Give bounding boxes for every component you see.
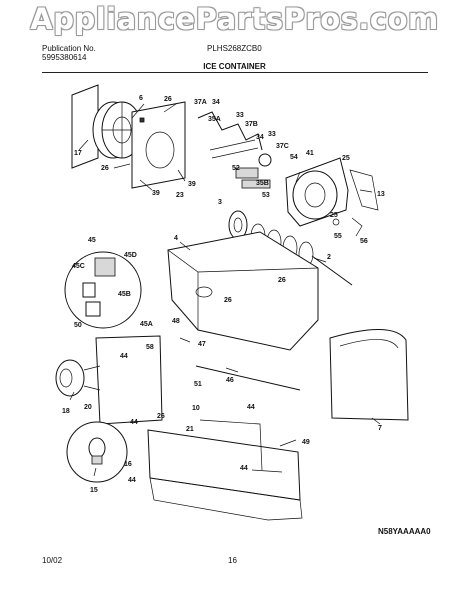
callout-34: 34 xyxy=(256,134,264,141)
callout-41: 41 xyxy=(306,150,314,157)
callout-26: 26 xyxy=(278,277,286,284)
callout-47: 47 xyxy=(198,341,206,348)
callout-23: 23 xyxy=(176,192,184,199)
callout-26: 26 xyxy=(157,413,165,420)
callout-53: 53 xyxy=(262,192,270,199)
callout-54: 54 xyxy=(290,154,298,161)
callout-48: 48 xyxy=(172,318,180,325)
callout-37b: 37B xyxy=(245,121,258,128)
callout-55: 55 xyxy=(334,233,342,240)
base-bracket-part xyxy=(147,419,303,521)
callout-34: 34 xyxy=(212,99,220,106)
callout-35b: 35B xyxy=(256,180,269,187)
inset-detail-part xyxy=(64,251,142,329)
callout-26: 26 xyxy=(101,165,109,172)
dispenser-linkage-part xyxy=(197,111,272,189)
publication-label: Publication No. xyxy=(42,44,96,53)
callout-58: 58 xyxy=(146,344,154,351)
callout-26: 26 xyxy=(164,96,172,103)
callout-13: 13 xyxy=(377,191,385,198)
callout-18: 18 xyxy=(62,408,70,415)
footer-page-number: 16 xyxy=(228,556,237,565)
drive-motor-part xyxy=(55,335,163,425)
callout-33: 33 xyxy=(268,131,276,138)
footer-date: 10/02 xyxy=(42,556,63,565)
callout-33: 33 xyxy=(236,112,244,119)
watermark-logo: AppliancePartsPros.com xyxy=(30,2,439,36)
callout-45b: 45B xyxy=(118,291,131,298)
callout-6: 6 xyxy=(139,95,143,102)
callout-37a: 37A xyxy=(194,99,207,106)
callout-46: 46 xyxy=(226,377,234,384)
section-title: ICE CONTAINER xyxy=(203,62,266,71)
callout-52: 52 xyxy=(232,165,240,172)
callout-26: 26 xyxy=(224,297,232,304)
callout-20: 20 xyxy=(84,404,92,411)
callout-45a: 45A xyxy=(140,321,153,328)
callout-44: 44 xyxy=(130,419,138,426)
callout-35a: 35A xyxy=(208,116,221,123)
ice-container-part xyxy=(167,231,319,351)
callout-2: 2 xyxy=(327,254,331,261)
callout-51: 51 xyxy=(194,381,202,388)
callout-44: 44 xyxy=(247,404,255,411)
callout-4: 4 xyxy=(174,235,178,242)
callout-39: 39 xyxy=(152,190,160,197)
callout-16: 16 xyxy=(124,461,132,468)
callout-39: 39 xyxy=(188,181,196,188)
publication-number: 5995380614 xyxy=(42,53,87,62)
diagram-code: N58YAAAAA0 xyxy=(378,527,431,536)
callout-37c: 37C xyxy=(276,143,289,150)
callout-44: 44 xyxy=(128,477,136,484)
callout-49: 49 xyxy=(302,439,310,446)
callout-leaders xyxy=(69,103,381,477)
callout-56: 56 xyxy=(360,238,368,245)
mounting-plate-part xyxy=(131,101,186,189)
callout-25: 25 xyxy=(342,155,350,162)
callout-10: 10 xyxy=(192,405,200,412)
callout-50: 50 xyxy=(74,322,82,329)
callout-21: 21 xyxy=(186,426,194,433)
light-bulb-inset-part xyxy=(66,421,128,483)
callout-45c: 45C xyxy=(72,263,85,270)
callout-45d: 45D xyxy=(124,252,137,259)
ice-chute-cover-part xyxy=(329,329,409,421)
callout-17: 17 xyxy=(74,150,82,157)
callout-7: 7 xyxy=(378,425,382,432)
callout-44: 44 xyxy=(240,465,248,472)
model-number: PLHS268ZCB0 xyxy=(207,44,262,53)
callout-45: 45 xyxy=(88,237,96,244)
front-housing-part xyxy=(285,157,379,237)
callout-44: 44 xyxy=(120,353,128,360)
callout-3: 3 xyxy=(218,199,222,206)
rod-part xyxy=(195,365,301,391)
callout-25: 25 xyxy=(330,212,338,219)
callout-15: 15 xyxy=(90,487,98,494)
header-rule xyxy=(42,72,428,73)
